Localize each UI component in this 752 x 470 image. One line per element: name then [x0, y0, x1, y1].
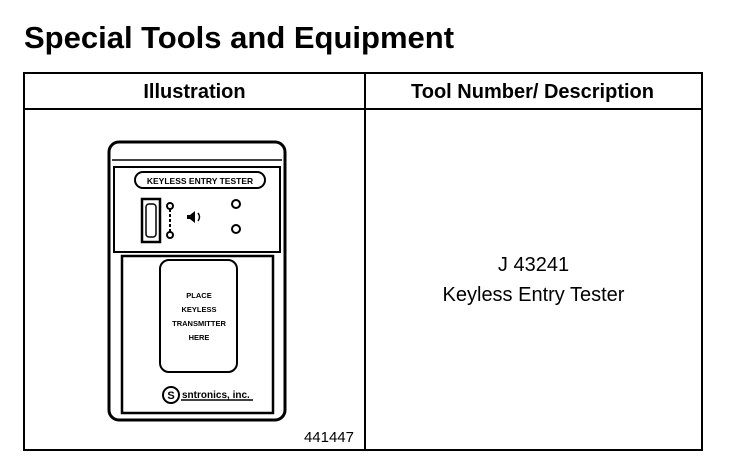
figure-number: 441447 — [304, 429, 354, 446]
window-text-line: KEYLESS — [181, 305, 216, 314]
label-pill — [134, 171, 266, 189]
window-text-line: TRANSMITTER — [172, 319, 226, 328]
brand-logo — [162, 386, 180, 404]
window-text-line: HERE — [189, 333, 210, 342]
battery-slot — [140, 197, 162, 244]
transmitter-window — [159, 259, 238, 373]
speaker-icon — [187, 211, 201, 223]
column-header-tool-number: Tool Number/ Description — [364, 74, 701, 110]
page-title: Special Tools and Equipment — [24, 20, 455, 55]
svg-text:S: S — [167, 390, 174, 402]
indicator-led-2 — [231, 224, 241, 234]
transmitter-bay — [120, 254, 275, 415]
brand-name: sntronics, inc. — [182, 390, 250, 401]
tool-description: Keyless Entry Tester — [442, 284, 625, 306]
column-header-illustration: Illustration — [25, 74, 364, 110]
column-divider — [364, 74, 366, 449]
device-label: KEYLESS ENTRY TESTER — [147, 176, 253, 186]
control-panel — [113, 166, 281, 253]
tool-number: J 43241 — [497, 254, 570, 276]
special-tools-table: Illustration Tool Number/ Description J … — [23, 72, 703, 451]
indicator-led-1 — [231, 199, 241, 209]
tool-description-cell: J 43241 Keyless Entry Tester — [366, 250, 701, 310]
device-body — [107, 140, 287, 422]
window-text-line: PLACE — [186, 291, 211, 300]
